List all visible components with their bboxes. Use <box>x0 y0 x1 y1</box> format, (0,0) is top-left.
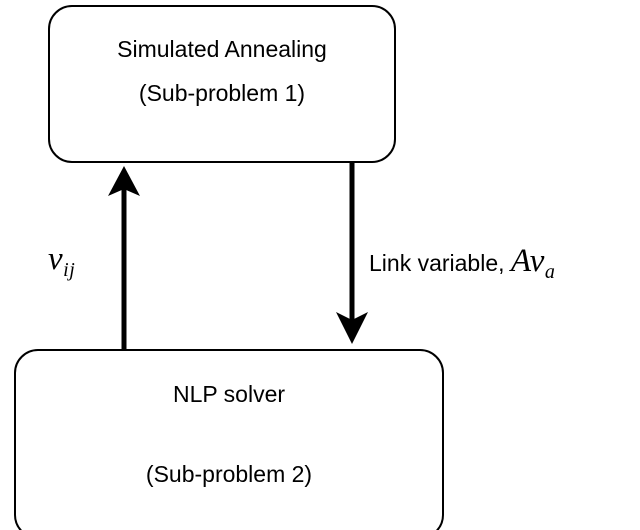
edge-label-link-variable-symbol: Av <box>510 243 545 279</box>
node-nlp-solver-subtitle: (Sub-problem 2) <box>145 461 313 487</box>
node-simulated-annealing-subtitle: (Sub-problem 1) <box>138 80 306 106</box>
downward-arrow <box>336 160 368 344</box>
edge-label-link-variable: Link variable, Ava <box>369 243 556 283</box>
edge-label-link-variable-subscript: a <box>544 261 556 283</box>
edge-label-vij-subscript: ij <box>63 259 76 281</box>
edge-label-vij: vij <box>48 241 76 281</box>
edge-label-link-text: Link variable, <box>369 250 511 276</box>
node-simulated-annealing[interactable]: Simulated Annealing (Sub-problem 1) <box>48 5 396 163</box>
node-nlp-solver-title: NLP solver <box>172 381 286 407</box>
upward-arrow <box>108 166 140 350</box>
node-nlp-solver[interactable]: NLP solver (Sub-problem 2) <box>14 349 444 530</box>
edge-label-vij-variable: v <box>48 241 64 277</box>
node-simulated-annealing-title: Simulated Annealing <box>117 36 327 62</box>
